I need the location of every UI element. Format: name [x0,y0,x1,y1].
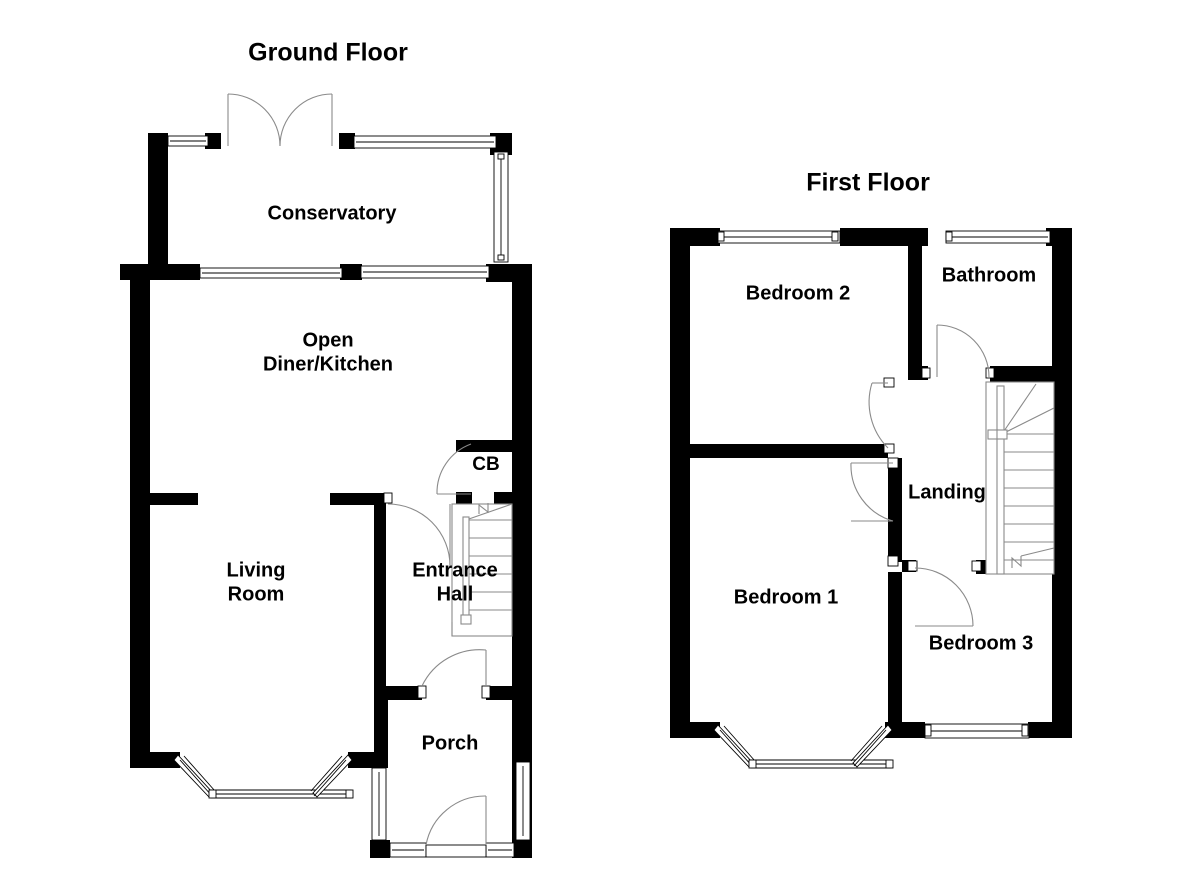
first-bottom-wall-mid [885,722,925,738]
ground-right-outer-wall-upper [512,264,532,704]
bedroom-3-front-window [924,723,1030,739]
conservatory-french-doors[interactable] [227,93,333,147]
bathroom-rear-window [945,230,1051,244]
entrance-hall-to-kitchen-door[interactable] [387,503,451,567]
porch-right-window [515,761,531,841]
room-label-entrance-hall-line1: Entrance [412,559,498,581]
conservatory-left-wall [148,133,168,272]
room-label-open-diner-kitchen-line2: Diner/Kitchen [263,353,393,375]
room-label-bedroom-2: Bedroom 2 [746,282,850,304]
bedroom-1-right-wall-upper [888,458,902,562]
hall-living-divider [330,492,451,693]
bedroom-2-door-jamb-bottom [883,443,895,454]
porch-front-wall-right-pier [512,840,532,858]
bedroom-2-wall-group [690,377,895,458]
porch-front-wall-left-pier [370,840,390,858]
living-bottom-wall-right [348,752,386,768]
bathroom-door[interactable] [936,324,990,378]
entrance-hall-to-porch-door[interactable] [421,649,487,687]
first-bottom-wall-left [670,722,720,738]
living-room-stub-wall-left [150,493,198,505]
bathroom-left-wall [908,246,922,378]
hall-top-wall [330,493,386,505]
porch-front-window-left [389,842,427,858]
bedroom2-bathroom-divider [908,246,1054,382]
bedroom-2-bottom-wall [690,444,888,458]
room-label-landing: Landing [908,481,986,503]
cupboard-door[interactable] [436,443,472,495]
first-top-wall-mid [840,228,928,246]
porch-door-jamb-right [481,685,491,699]
bedroom1-landing-divider [850,457,902,722]
first-left-outer-wall [670,228,690,738]
bedroom-3-door-jamb-left [907,560,918,572]
ground-floor-title: Ground Floor [248,39,408,67]
bathroom-door-jamb-left [921,367,931,379]
room-label-porch: Porch [422,732,479,754]
ground-left-outer-wall [130,264,150,768]
cupboard-group [436,440,514,504]
bedroom-3-door-jamb-right [971,560,982,572]
kitchen-rear-window [199,265,490,279]
porch-left-window [371,767,387,841]
porch-door-jamb-left [417,685,427,699]
first-floor-labels: Bedroom 2 Bathroom Landing Bedroom 1 Bed… [734,264,1036,654]
conservatory-window-jamb-left [205,133,221,149]
first-bottom-wall-right [1028,722,1072,738]
ground-floor-staircase [451,503,513,637]
room-label-bathroom: Bathroom [942,264,1036,286]
bedroom-2-door[interactable] [868,382,889,449]
porch-left-wall [374,686,388,768]
room-label-bedroom-1: Bedroom 1 [734,586,838,608]
cupboard-bottom-wall-right [494,492,514,504]
bedroom-2-rear-window [717,230,841,244]
room-label-bedroom-3: Bedroom 3 [929,632,1033,654]
first-floor-shell [670,228,1072,738]
room-label-entrance-hall-line2: Hall [437,583,474,605]
ground-floor-labels: Conservatory Open Diner/Kitchen CB Livin… [227,202,500,754]
bedroom-1-bay-window [713,724,894,769]
cupboard-top-wall [456,440,514,452]
conservatory-left-corner [148,133,168,149]
hall-kitchen-door-jamb [383,492,393,504]
bedroom-1-right-wall-lower [888,572,902,722]
hall-left-wall [374,493,386,693]
first-right-outer-wall [1052,228,1072,738]
conservatory-rear-left-window [167,135,209,147]
cupboard-bottom-wall-left [456,492,472,504]
bedroom-1-door-jamb-bottom [887,555,899,567]
first-floor-staircase [985,381,1055,575]
bedroom-3-door[interactable] [914,566,974,627]
conservatory-group [120,93,532,282]
bathroom-door-jamb-right [985,367,995,379]
first-floor-title: First Floor [806,169,930,197]
room-label-living-room-line2: Room [228,583,285,605]
conservatory-window-jamb-right [339,133,355,149]
porch-front-door[interactable] [425,795,487,858]
porch-front-window-right [485,842,515,858]
living-room-bay-window [130,752,386,799]
room-label-living-room-line1: Living [227,559,286,581]
conservatory-rear-right-window [353,135,497,149]
porch-top-wall-right [486,686,532,700]
conservatory-side-window [493,151,509,263]
living-bottom-wall-left [130,752,180,768]
room-label-open-diner-kitchen-line1: Open [302,329,353,351]
room-label-conservatory: Conservatory [268,202,398,224]
bathroom-bottom-wall-right [990,366,1054,382]
bedroom-1-door[interactable] [850,462,894,522]
kitchen-rear-wall-mid-pier [340,264,362,280]
room-label-cupboard: CB [472,454,499,475]
porch-group [370,649,532,858]
